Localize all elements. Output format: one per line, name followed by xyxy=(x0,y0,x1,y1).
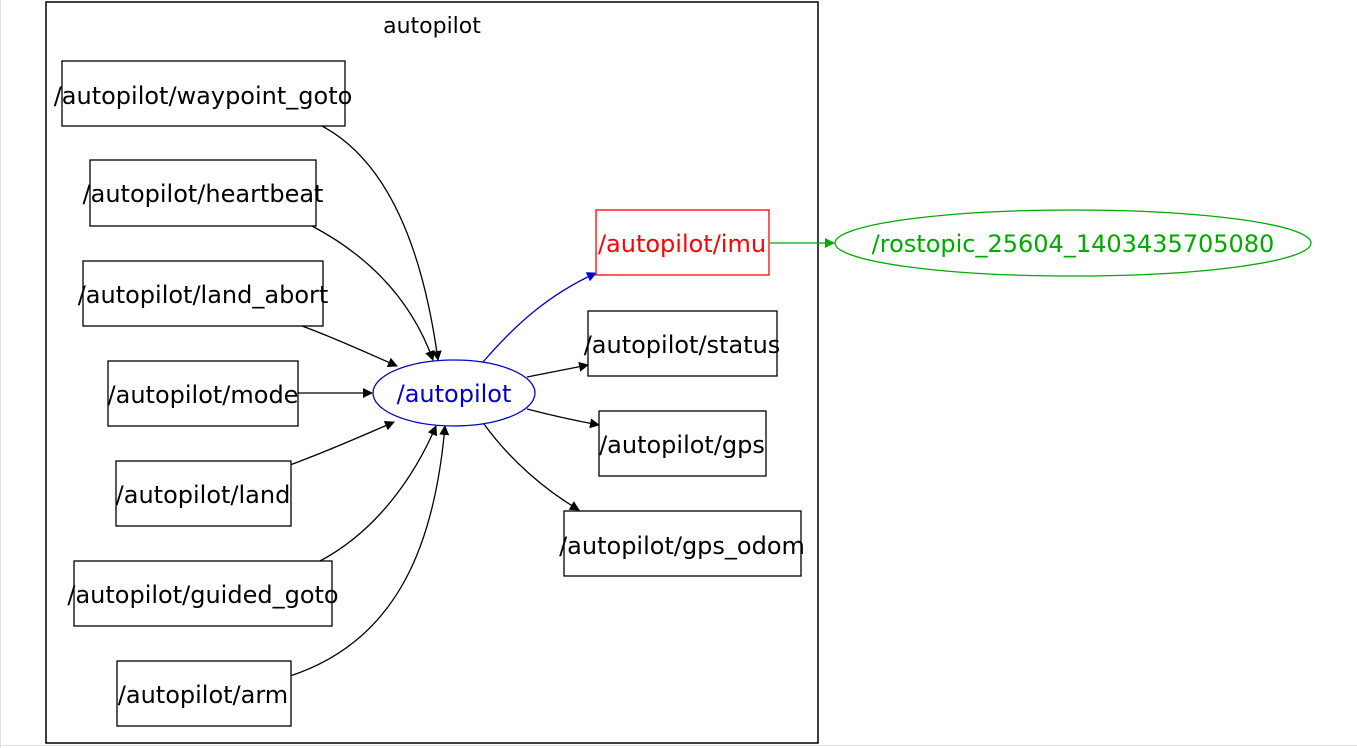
topic-land-abort[interactable]: /autopilot/land_abort xyxy=(78,260,329,327)
edge-guided-goto xyxy=(319,425,438,562)
topic-heartbeat[interactable]: /autopilot/heartbeat xyxy=(83,159,324,227)
topic-gps-odom[interactable]: /autopilot/gps_odom xyxy=(559,510,805,577)
edge-to-gps-odom xyxy=(483,423,580,511)
topic-arm[interactable]: /autopilot/arm xyxy=(116,660,292,727)
edge-heartbeat xyxy=(311,225,435,361)
input-topics: /autopilot/waypoint_goto /autopilot/hear… xyxy=(54,60,353,727)
node-label: /autopilot xyxy=(397,380,512,408)
topic-label: /autopilot/mode xyxy=(108,381,299,409)
edge-to-status xyxy=(526,361,589,378)
topic-gps[interactable]: /autopilot/gps xyxy=(598,410,767,477)
topic-guided-goto[interactable]: /autopilot/guided_goto xyxy=(67,560,339,627)
topic-status[interactable]: /autopilot/status xyxy=(584,310,781,377)
page-border-left xyxy=(0,0,1,748)
topic-label: /autopilot/status xyxy=(584,331,781,359)
topic-imu[interactable]: /autopilot/imu xyxy=(595,209,770,276)
edge-arm xyxy=(289,425,450,677)
input-edges xyxy=(289,125,450,677)
page-border-bottom xyxy=(0,745,1357,746)
output-topics: /autopilot/imu /autopilot/status /autopi… xyxy=(559,209,805,577)
topic-land[interactable]: /autopilot/land xyxy=(115,460,292,527)
output-edges xyxy=(482,238,835,511)
topic-label: /autopilot/land xyxy=(116,481,291,509)
topic-mode[interactable]: /autopilot/mode xyxy=(107,360,299,427)
edge-land-abort xyxy=(301,325,398,367)
cluster-label: autopilot xyxy=(383,14,481,39)
topic-label: /autopilot/gps_odom xyxy=(559,532,805,560)
topic-label: /autopilot/arm xyxy=(118,681,288,709)
topic-label: /autopilot/imu xyxy=(598,230,766,258)
topic-label: /autopilot/waypoint_goto xyxy=(54,82,353,110)
edge-to-gps xyxy=(526,408,600,429)
topic-waypoint-goto[interactable]: /autopilot/waypoint_goto xyxy=(54,60,353,127)
topic-label: /autopilot/heartbeat xyxy=(83,180,324,208)
topic-label: /autopilot/guided_goto xyxy=(67,581,338,609)
edge-to-imu xyxy=(482,272,597,363)
node-rostopic[interactable]: /rostopic_25604_1403435705080 xyxy=(834,209,1312,277)
edge-waypoint-goto xyxy=(321,125,442,361)
node-autopilot[interactable]: /autopilot xyxy=(372,359,536,427)
cluster-autopilot: autopilot xyxy=(45,1,819,744)
topic-label: /autopilot/land_abort xyxy=(78,281,329,309)
edge-land xyxy=(289,421,395,466)
topic-label: /autopilot/gps xyxy=(599,431,765,459)
node-label: /rostopic_25604_1403435705080 xyxy=(872,230,1275,258)
